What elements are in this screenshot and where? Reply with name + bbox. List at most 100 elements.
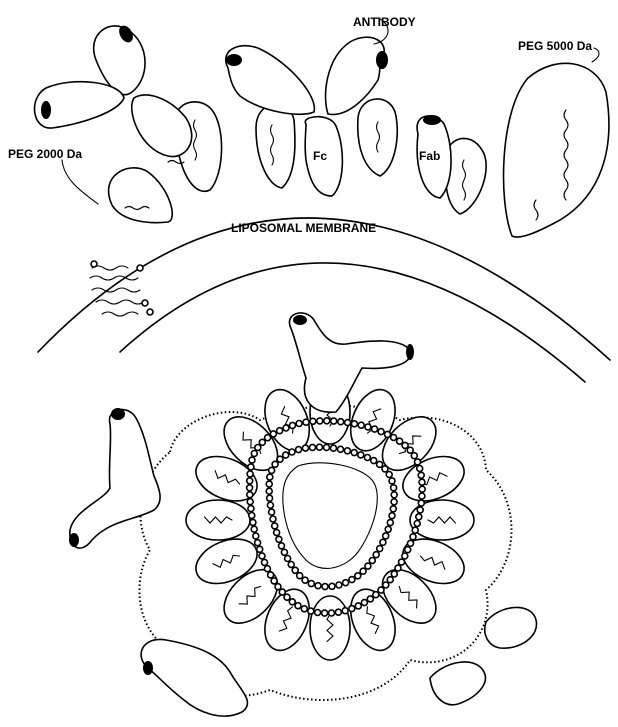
lipid-head — [411, 453, 417, 459]
lipid-head — [365, 424, 371, 430]
lipid-head — [266, 481, 272, 487]
lipid-head — [419, 486, 425, 492]
lipid-head — [358, 452, 364, 458]
lipid-head — [317, 444, 323, 450]
lipid-head — [391, 492, 397, 498]
lipid-head — [296, 447, 302, 453]
lipid-head — [383, 582, 389, 588]
lipid-head — [418, 472, 424, 478]
lipid-head — [331, 418, 337, 424]
lipid-head — [345, 420, 351, 426]
lipid-head — [344, 448, 350, 454]
lipid-head — [249, 457, 255, 463]
label-antibody: ANTIBODY — [353, 15, 416, 29]
lipid-head — [351, 421, 357, 427]
lipid-head — [268, 572, 274, 578]
leader-peg-5000 — [592, 48, 599, 62]
lipid-head — [377, 461, 383, 467]
lipid-head — [276, 536, 282, 542]
lipid-head — [251, 451, 257, 457]
lipid-head — [405, 547, 411, 553]
lipid-head — [292, 567, 298, 573]
lipid-head — [247, 485, 253, 491]
lipid-head — [289, 599, 295, 605]
lipid-head — [317, 418, 323, 424]
lipid-head — [259, 553, 265, 559]
lipid-head — [329, 583, 335, 589]
lipid-head — [248, 506, 254, 512]
lipid-head — [277, 428, 283, 434]
lipid-head — [288, 562, 294, 568]
antibody-left — [35, 23, 192, 163]
lipid-head — [308, 581, 314, 587]
lipid-head — [419, 493, 425, 499]
lipid-head — [371, 458, 377, 464]
lipid-head — [416, 514, 422, 520]
lipid-head — [385, 431, 391, 437]
lipid-head — [283, 452, 289, 458]
lipid-head — [389, 513, 395, 519]
lipid-head — [295, 603, 301, 609]
lipid-head — [271, 578, 277, 584]
lipid-head — [279, 589, 285, 595]
lipid-head — [367, 596, 373, 602]
lipid-head — [385, 526, 391, 532]
lipid-head — [322, 610, 328, 616]
peg-5000-chain — [504, 63, 609, 237]
lipid-head — [349, 606, 355, 612]
lipid-head — [324, 418, 330, 424]
lipid-head — [281, 549, 287, 555]
lipid-head — [361, 600, 367, 606]
lipid-head — [358, 422, 364, 428]
lipid-head — [265, 435, 271, 441]
lipid-head — [417, 507, 423, 513]
label-liposomal-membrane: LIPOSOMAL MEMBRANE — [231, 221, 376, 235]
lipid-head — [284, 594, 290, 600]
lipid-head — [391, 499, 397, 505]
lipid-head — [386, 472, 392, 478]
lipid-head — [272, 461, 278, 467]
lipid-head — [378, 429, 384, 435]
leader-peg-2000 — [62, 160, 98, 204]
lipid-head — [270, 431, 276, 437]
lipid-head — [372, 426, 378, 432]
lipid-head — [285, 556, 291, 562]
lipid-head — [331, 445, 337, 451]
lipid-head — [275, 584, 281, 590]
lipid-head — [247, 492, 253, 498]
lipid-head — [395, 565, 401, 571]
lipid-head — [338, 419, 344, 425]
lipid-head — [418, 500, 424, 506]
lipid-head — [277, 456, 283, 462]
lipid-head — [262, 559, 268, 565]
lipid-head — [391, 435, 397, 441]
lipid-head — [412, 527, 418, 533]
lipid-head — [329, 610, 335, 616]
lipid-head — [324, 445, 330, 451]
lipid-head — [364, 455, 370, 461]
lipid-head — [289, 449, 295, 455]
lipid-head — [310, 444, 316, 450]
lipid-head — [402, 553, 408, 559]
lipid-head — [410, 534, 416, 540]
lipid-head — [391, 485, 397, 491]
lipid-head — [369, 558, 375, 564]
lipid-head — [399, 559, 405, 565]
lipid-head — [296, 421, 302, 427]
lipid-head — [315, 610, 321, 616]
lipid-head — [391, 571, 397, 577]
lipid-head — [247, 499, 253, 505]
lipid-head — [255, 540, 261, 546]
lipid-head — [251, 526, 257, 532]
lipid-head — [335, 609, 341, 615]
lipid-head — [380, 539, 386, 545]
lipid-head — [269, 467, 275, 473]
lipid-head — [255, 445, 261, 451]
lipid-head — [351, 450, 357, 456]
lipid-head — [378, 587, 384, 593]
lipid-head — [250, 519, 256, 525]
label-peg-2000: PEG 2000 Da — [8, 147, 82, 161]
lipid-head — [377, 546, 383, 552]
lipid-head — [349, 577, 355, 583]
